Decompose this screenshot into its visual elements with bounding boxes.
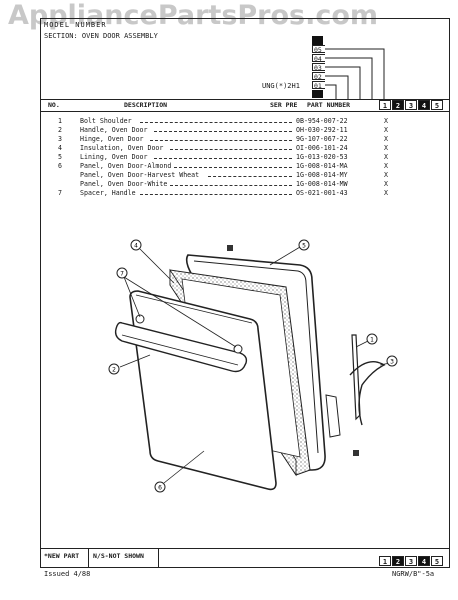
item-part-number: 9G-107-067-22 bbox=[296, 135, 348, 143]
variant-col-2: 2 bbox=[392, 100, 404, 110]
callout-number: 6 bbox=[158, 485, 162, 492]
col-no-header: NO. bbox=[48, 101, 60, 109]
callout-number: 1 bbox=[370, 337, 374, 344]
issue-date: Issued 4/88 bbox=[44, 570, 91, 578]
variant-col-1: 1 bbox=[379, 100, 391, 110]
item-mark: X bbox=[384, 144, 388, 152]
code-box: 03 bbox=[312, 63, 325, 72]
item-description: Panel, Oven Door-Harvest Wheat bbox=[80, 171, 200, 179]
callout-number: 7 bbox=[120, 271, 124, 278]
item-mark: X bbox=[384, 162, 388, 170]
item-part-number: 0B-954-007-22 bbox=[296, 117, 348, 125]
variant-col-3: 3 bbox=[405, 100, 417, 110]
item-number: 3 bbox=[58, 135, 62, 143]
variant-col-5: 5 bbox=[431, 100, 443, 110]
section-title: SECTION: OVEN DOOR ASSEMBLY bbox=[44, 32, 158, 40]
callout-number: 5 bbox=[302, 243, 306, 250]
item-description: Bolt Shoulder bbox=[80, 117, 132, 125]
item-number: 6 bbox=[58, 162, 62, 170]
code-box: 05 bbox=[312, 45, 325, 54]
footer-variant-3: 3 bbox=[405, 556, 417, 566]
document-reference: NGRW/B"-5a bbox=[392, 570, 435, 578]
item-mark: X bbox=[384, 171, 388, 179]
header-rule-bottom bbox=[40, 111, 450, 112]
item-description: Panel, Oven Door-Almond bbox=[80, 162, 172, 170]
ladder-cap bbox=[312, 36, 323, 45]
item-part-number: OI-006-101-24 bbox=[296, 144, 348, 152]
oven-door-exploded-diagram: 4 7 2 5 1 3 6 bbox=[108, 239, 398, 493]
leader-dashes bbox=[170, 144, 292, 150]
item-part-number: 1G-008-014-MW bbox=[296, 180, 348, 188]
unit-code: UNG(*)2H1 bbox=[262, 82, 300, 90]
code-box: 04 bbox=[312, 54, 325, 63]
callout-5: 5 bbox=[298, 239, 310, 251]
item-number: 5 bbox=[58, 153, 62, 161]
item-mark: X bbox=[384, 117, 388, 125]
item-part-number: 1G-013-020-53 bbox=[296, 153, 348, 161]
callout-4: 4 bbox=[130, 239, 142, 251]
item-description: Insulation, Oven Door bbox=[80, 144, 164, 152]
footer-variant-1: 1 bbox=[379, 556, 391, 566]
col-part-number-header: PART NUMBER bbox=[307, 101, 351, 109]
item-mark: X bbox=[384, 135, 388, 143]
leader-dashes bbox=[170, 180, 292, 186]
ladder-lines bbox=[325, 48, 385, 100]
footer-variant-2: 2 bbox=[392, 556, 404, 566]
item-description: Hinge, Oven Door bbox=[80, 135, 144, 143]
callout-6: 6 bbox=[154, 481, 166, 493]
leader-dashes bbox=[208, 171, 292, 177]
ladder-base bbox=[312, 90, 323, 98]
item-part-number: 1G-008-014-MY bbox=[296, 171, 348, 179]
leader-dashes bbox=[140, 189, 292, 195]
new-part-legend: *NEW PART bbox=[44, 552, 80, 560]
item-part-number: OH-030-292-11 bbox=[296, 126, 348, 134]
callout-1: 1 bbox=[366, 333, 378, 345]
item-mark: X bbox=[384, 189, 388, 197]
leader-dashes bbox=[140, 117, 292, 123]
door-handle bbox=[114, 321, 248, 373]
model-number-label: MODEL NUMBER bbox=[44, 21, 107, 29]
callout-2: 2 bbox=[108, 363, 120, 375]
leader-dashes bbox=[154, 126, 292, 132]
col-description-header: DESCRIPTION bbox=[124, 101, 168, 109]
item-number: 7 bbox=[58, 189, 62, 197]
code-box: 01 bbox=[312, 81, 325, 90]
leader-dashes bbox=[154, 153, 292, 159]
item-number: 2 bbox=[58, 126, 62, 134]
parts-sheet-frame bbox=[40, 18, 450, 568]
item-number: 1 bbox=[58, 117, 62, 125]
item-mark: X bbox=[384, 180, 388, 188]
item-mark: X bbox=[384, 126, 388, 134]
callout-7: 7 bbox=[116, 267, 128, 279]
not-shown-legend: N/S-NOT SHOWN bbox=[93, 552, 144, 560]
item-part-number: 1G-008-014-MA bbox=[296, 162, 348, 170]
item-mark: X bbox=[384, 153, 388, 161]
callout-number: 3 bbox=[390, 359, 394, 366]
header-rule-top bbox=[40, 99, 450, 100]
item-description: Spacer, Handle bbox=[80, 189, 136, 197]
item-number: 4 bbox=[58, 144, 62, 152]
item-part-number: OS-021-001-43 bbox=[296, 189, 348, 197]
callout-number: 4 bbox=[134, 243, 138, 250]
item-description: Panel, Oven Door-White bbox=[80, 180, 168, 188]
footer-divider bbox=[88, 548, 89, 568]
watermark-text: AppliancePartsPros.com bbox=[8, 0, 379, 31]
item-description: Handle, Oven Door bbox=[80, 126, 148, 134]
footer-variant-4: 4 bbox=[418, 556, 430, 566]
col-ser-pre-header: SER PRE bbox=[270, 101, 298, 109]
footer-variant-5: 5 bbox=[431, 556, 443, 566]
callout-3: 3 bbox=[386, 355, 398, 367]
variant-col-4: 4 bbox=[418, 100, 430, 110]
footer-rule bbox=[40, 548, 450, 549]
footer-divider bbox=[158, 548, 159, 568]
callout-number: 2 bbox=[112, 367, 116, 374]
leader-dashes bbox=[150, 135, 292, 141]
code-box: 02 bbox=[312, 72, 325, 81]
door-front-panel bbox=[129, 290, 277, 491]
leader-dashes bbox=[174, 162, 292, 168]
item-description: Lining, Oven Door bbox=[80, 153, 148, 161]
